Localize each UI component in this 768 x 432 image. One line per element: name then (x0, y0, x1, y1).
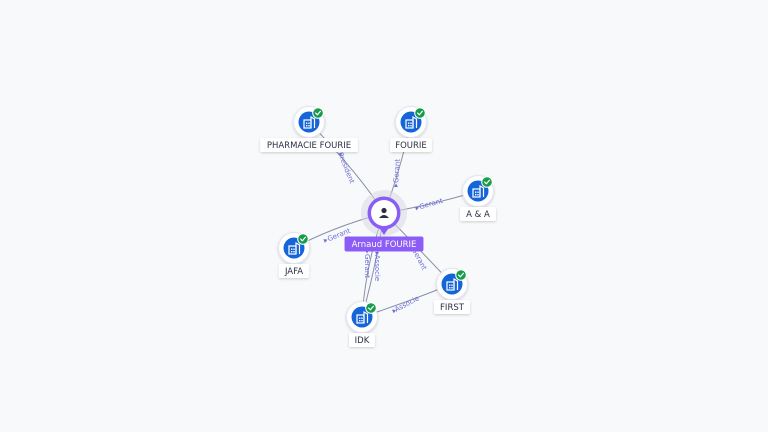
company-building-icon (303, 115, 316, 129)
node-label-text: FIRST (440, 303, 465, 313)
company-building-icon (288, 241, 301, 255)
edge-arrow-icon (338, 152, 342, 157)
node-label: PHARMACIE FOURIE (260, 138, 358, 152)
node-label-text: IDK (355, 336, 370, 346)
node-first[interactable]: FIRST (434, 268, 470, 315)
edge-label: Gerant (363, 254, 371, 278)
edge-label: Gerant (392, 158, 402, 183)
node-label: FIRST (434, 300, 470, 314)
center-label-box (344, 236, 424, 252)
node-label-text: FOURIE (395, 141, 427, 151)
node-label-box (390, 138, 432, 152)
center-layer: Arnaud FOURIE (344, 190, 424, 252)
node-fourie[interactable]: FOURIE (390, 106, 432, 153)
node-label-text: A & A (466, 210, 490, 220)
node-idk[interactable]: IDK (346, 301, 378, 348)
node-label: A & A (460, 207, 496, 221)
verified-check-icon (312, 107, 324, 119)
edge-arrow-icon (375, 252, 379, 256)
node-label: IDK (349, 333, 375, 347)
edge-arrow-icon (323, 239, 328, 243)
edge-arrow-icon (391, 309, 396, 314)
node-label-box (434, 300, 470, 314)
center-pin-tip (380, 229, 388, 235)
node-aa[interactable]: A & A (460, 175, 496, 222)
edge-label: Gerant (418, 197, 444, 211)
verified-check-icon (365, 302, 377, 314)
node-jafa[interactable]: JAFA (278, 232, 310, 279)
node-label-box (260, 138, 358, 152)
verified-check-icon (414, 107, 426, 119)
verified-check-icon (297, 233, 309, 245)
edge-label: President (336, 151, 356, 185)
edge-arrow-icon (393, 183, 398, 188)
node-label-box (460, 207, 496, 221)
person-icon (379, 207, 389, 218)
company-building-icon (356, 310, 369, 324)
edge-arrow-icon (415, 206, 419, 211)
center-label: Arnaud FOURIE (344, 236, 424, 252)
edge-label: Associe (373, 255, 381, 281)
nodes-layer: PHARMACIE FOURIE FOURIE A & A JAFA FIRST IDK (260, 106, 496, 348)
node-pharmacie[interactable]: PHARMACIE FOURIE (260, 106, 358, 153)
node-label-box (278, 264, 310, 278)
node-arnaud-fourie[interactable]: Arnaud FOURIE (344, 190, 424, 252)
node-label-text: PHARMACIE FOURIE (267, 141, 351, 151)
company-building-icon (405, 115, 418, 129)
verified-check-icon (455, 269, 467, 281)
node-label: JAFA (278, 264, 310, 278)
company-building-icon (472, 184, 485, 198)
node-label-text: JAFA (284, 267, 303, 277)
company-building-icon (446, 277, 459, 291)
edge-label: Associe (393, 294, 420, 313)
node-label-box (349, 333, 375, 347)
center-label-text: Arnaud FOURIE (352, 240, 417, 250)
node-label: FOURIE (390, 138, 432, 152)
verified-check-icon (481, 176, 493, 188)
